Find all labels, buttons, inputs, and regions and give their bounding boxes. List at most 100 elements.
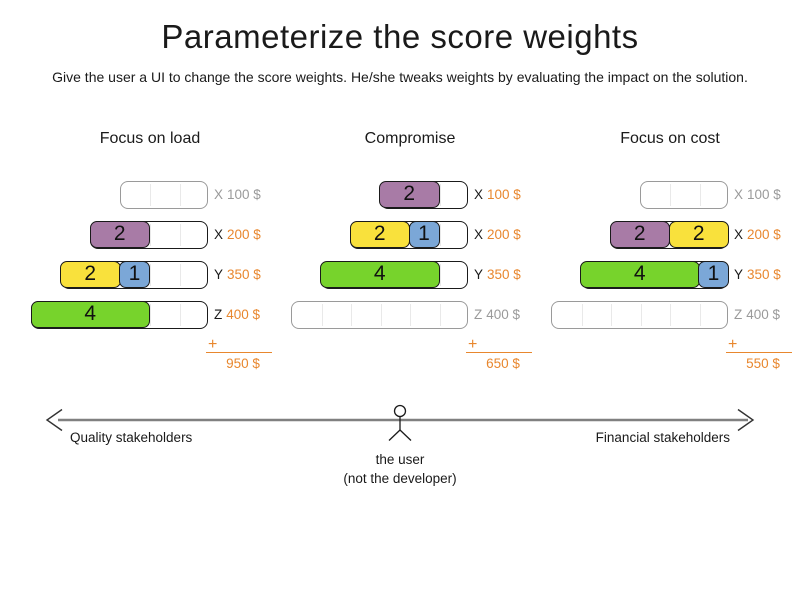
- constraint-letter: Y: [214, 267, 224, 282]
- scenario-heading: Focus on load: [99, 130, 201, 147]
- constraint-weight: 350 $: [487, 267, 521, 282]
- cell-divider: [699, 184, 701, 206]
- weight-block-value: 2: [373, 222, 386, 246]
- constraint-letter: Z: [474, 307, 483, 322]
- cell-divider: [179, 304, 181, 326]
- constraint-letter: Y: [734, 267, 744, 282]
- cell-divider: [439, 304, 441, 326]
- cell-divider: [179, 224, 181, 246]
- constraint-weight: 200 $: [227, 227, 261, 242]
- constraint-weight: 100 $: [747, 187, 781, 202]
- constraint-letter: Z: [214, 307, 223, 322]
- axis-center-label-line1: the user: [375, 452, 425, 467]
- cell-divider: [380, 304, 382, 326]
- constraint-weight: 200 $: [487, 227, 521, 242]
- weight-block-value: 2: [403, 182, 416, 206]
- cell-divider: [179, 184, 181, 206]
- constraint-letter: X: [734, 187, 744, 202]
- weight-block-green: 4: [30, 300, 150, 328]
- weight-bar: 2: [379, 180, 468, 209]
- cell-divider: [321, 304, 323, 326]
- weight-block-value: 1: [128, 262, 141, 286]
- weight-block-blue: 1: [408, 220, 440, 248]
- weight-block-yellow: 2: [349, 220, 410, 248]
- cell-divider: [351, 304, 352, 326]
- constraint-weight: 400 $: [226, 307, 261, 322]
- weight-block-value: 1: [418, 222, 430, 246]
- cell-divider: [581, 304, 583, 326]
- cell-divider: [611, 304, 612, 326]
- cell-divider: [150, 304, 151, 326]
- plus-icon: +: [468, 336, 478, 353]
- weight-block-blue: 1: [698, 260, 729, 288]
- constraint-weight: 100 $: [227, 187, 261, 202]
- axis-left-label: Quality stakeholders: [70, 430, 193, 445]
- sum-line: [726, 352, 792, 353]
- weight-bar: 4: [320, 260, 468, 289]
- weight-bar: 4: [30, 300, 208, 329]
- cell-divider: [439, 224, 441, 246]
- total-cost: 550 $: [746, 356, 780, 371]
- sum-line: [466, 352, 532, 353]
- constraint-letter: Z: [734, 307, 743, 322]
- cell-divider: [670, 304, 671, 326]
- weight-bar: [291, 301, 468, 329]
- weight-block-yellow: 2: [668, 220, 729, 248]
- total-cost: 950 $: [226, 356, 260, 371]
- constraint-letter: X: [734, 227, 744, 242]
- weight-block-value: 2: [692, 222, 705, 246]
- weight-bar: [551, 301, 728, 329]
- constraint-weight: 400 $: [746, 307, 781, 322]
- weight-block-value: 4: [373, 262, 386, 286]
- weight-block-purple: 2: [89, 220, 150, 248]
- weight-block-green: 4: [320, 260, 440, 288]
- constraint-letter: X: [474, 227, 484, 242]
- cell-divider: [439, 264, 441, 286]
- axis-center-label: the user (not the developer): [250, 450, 550, 488]
- cell-divider: [699, 304, 701, 326]
- weight-block-blue: 1: [119, 260, 150, 288]
- weight-bar: 2: [89, 220, 208, 249]
- plus-icon: +: [208, 336, 218, 353]
- constraint-letter: X: [214, 187, 224, 202]
- cell-divider: [179, 264, 181, 286]
- page-title: Parameterize the score weights: [161, 18, 639, 55]
- constraint-weight: 100 $: [487, 187, 521, 202]
- cell-divider: [150, 264, 151, 286]
- constraint-weight: 400 $: [486, 307, 521, 322]
- sum-line: [206, 352, 272, 353]
- weight-block-green: 4: [580, 260, 700, 288]
- cell-divider: [150, 224, 151, 246]
- cell-divider: [439, 184, 441, 206]
- weight-block-yellow: 2: [60, 260, 121, 288]
- scenario-heading: Focus on cost: [620, 130, 720, 147]
- weight-block-purple: 2: [379, 180, 440, 208]
- arrowhead-right-icon: [737, 408, 755, 432]
- subtitle: Give the user a UI to change the score w…: [52, 69, 748, 85]
- cell-divider: [410, 304, 411, 326]
- constraint-letter: X: [214, 227, 224, 242]
- arrowhead-left-icon: [45, 408, 63, 432]
- weight-block-purple: 2: [609, 220, 670, 248]
- weight-bar: [119, 181, 208, 209]
